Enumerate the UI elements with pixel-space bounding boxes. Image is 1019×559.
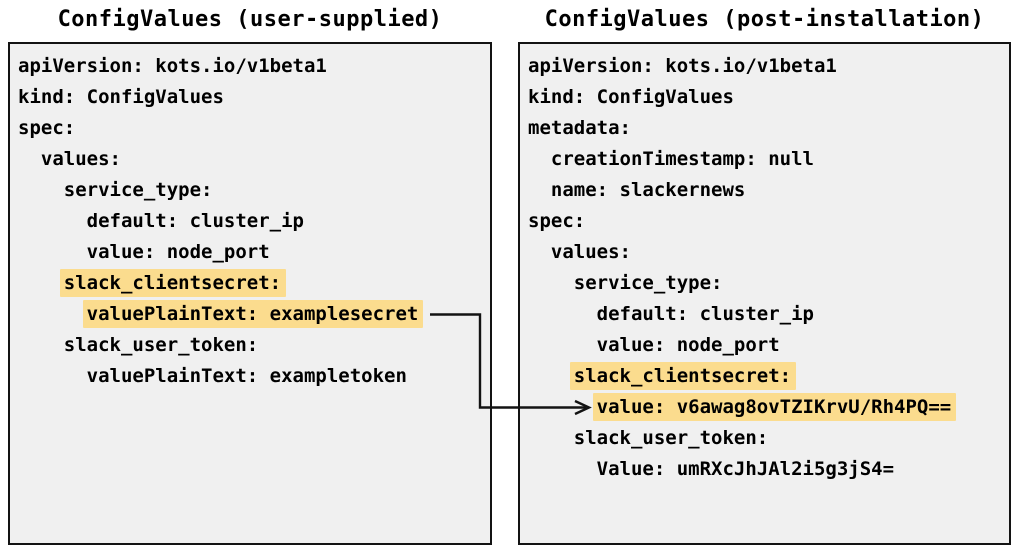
code-line: valuePlainText: exampletoken [86,365,407,387]
post-installation-config-panel: apiVersion: kots.io/v1beta1 kind: Config… [518,42,1011,545]
code-line: name: slackernews [550,179,746,201]
code-line-highlighted-secret-target: value: v6awag8ovTZIKrvU/Rh4PQ== [528,392,1003,423]
code-line: value: node_port [596,334,780,356]
user-supplied-config-panel: apiVersion: kots.io/v1beta1 kind: Config… [8,42,492,545]
code-line: creationTimestamp: null [550,148,814,170]
code-line: default: cluster_ip [86,210,304,232]
code-line-highlighted-key: slack_clientsecret: [18,268,484,299]
post-installation-config-code: apiVersion: kots.io/v1beta1 kind: Config… [520,44,1009,485]
left-panel-title: ConfigValues (user-supplied) [57,7,443,32]
code-line: default: cluster_ip [596,303,814,325]
code-line: service_type: [573,272,723,294]
code-line: slack_user_token: [63,334,259,356]
code-line: slack_user_token: [573,427,769,449]
code-line: values: [40,148,121,170]
code-line: apiVersion: kots.io/v1beta1 [18,55,327,77]
code-line-highlighted-key: slack_clientsecret: [528,361,1003,392]
code-line: metadata: [528,117,631,139]
code-line: apiVersion: kots.io/v1beta1 [528,55,837,77]
user-supplied-config-code: apiVersion: kots.io/v1beta1 kind: Config… [10,44,490,392]
code-line: kind: ConfigValues [528,86,734,108]
code-line: spec: [528,210,586,232]
code-line: value: node_port [86,241,270,263]
right-panel-title: ConfigValues (post-installation) [544,7,985,32]
code-line: kind: ConfigValues [18,86,224,108]
code-line: Value: umRXcJhJAl2i5g3jS4= [596,458,895,480]
code-line-highlighted-secret-source: valuePlainText: examplesecret [18,299,484,330]
code-line: spec: [18,117,76,139]
code-line: service_type: [63,179,213,201]
code-line: values: [550,241,631,263]
